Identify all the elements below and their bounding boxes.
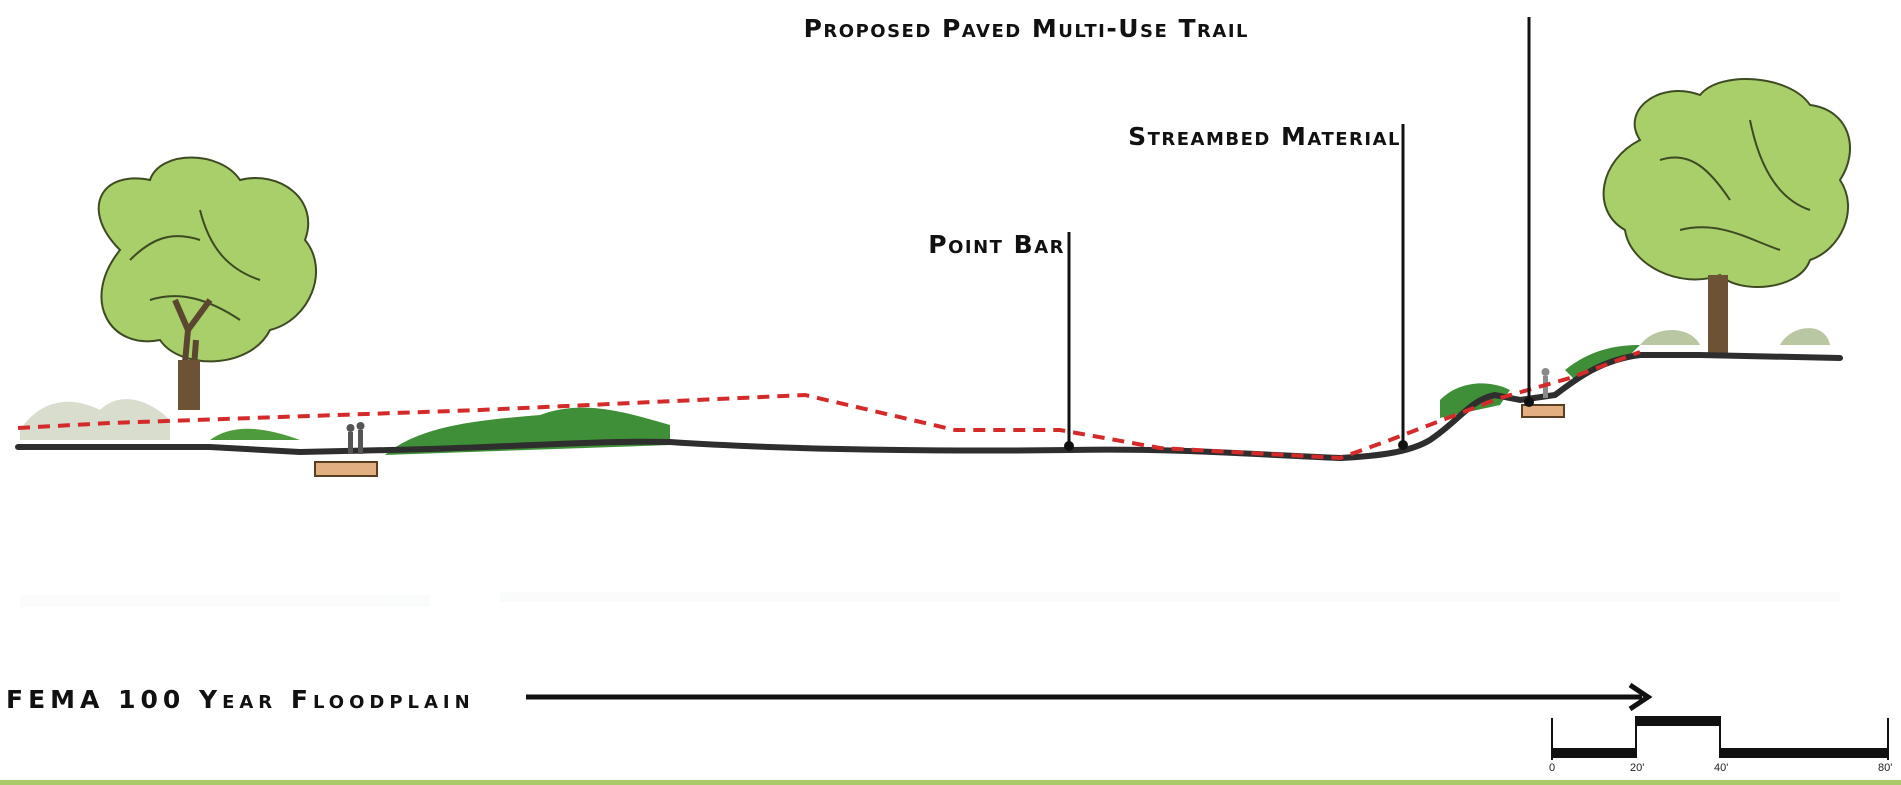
people-figures-left xyxy=(346,422,365,454)
point-bar-label: Point Bar xyxy=(928,230,1065,259)
trail-label: Proposed Paved Multi-Use Trail xyxy=(803,14,1249,43)
right-tree xyxy=(1602,78,1851,355)
scale-label-20: 20' xyxy=(1630,762,1645,774)
left-tree xyxy=(97,156,317,410)
bench-left xyxy=(314,461,378,477)
streambed-label: Streambed Material xyxy=(1128,122,1401,151)
scale-label-80: 80' xyxy=(1878,762,1893,774)
footer-accent-band xyxy=(0,780,1901,785)
scale-label-40: 40' xyxy=(1714,762,1729,774)
streambed-leader-dot xyxy=(1398,440,1408,450)
background-wash xyxy=(20,592,1840,607)
trail-leader-dot xyxy=(1524,397,1534,407)
floodplain-arrow xyxy=(526,682,1653,712)
scale-bar xyxy=(1551,716,1889,760)
scale-label-0: 0 xyxy=(1549,762,1556,774)
floodplain-label: FEMA 100 Year Floodplain xyxy=(6,685,475,714)
floodplain-line xyxy=(17,350,1641,461)
bench-right xyxy=(1521,404,1565,418)
point-bar-leader-dot xyxy=(1064,441,1074,451)
